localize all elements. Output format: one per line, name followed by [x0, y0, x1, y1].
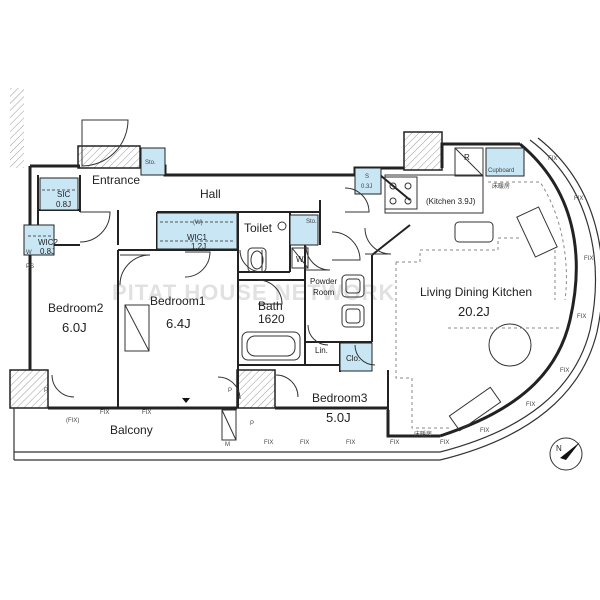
- label-refrigerator: R: [464, 153, 470, 162]
- label-balcony: Balcony: [110, 423, 153, 437]
- structural-columns: [9, 88, 443, 409]
- label-fix-6: FIX: [390, 440, 399, 446]
- label-powder-room-1: Powder: [310, 277, 337, 286]
- label-clo: Clo.: [346, 354, 360, 363]
- interior-walls: [30, 174, 411, 410]
- label-fix-paren: (FIX): [66, 418, 79, 424]
- label-sic-area: 0.8J: [56, 200, 71, 209]
- north-arrow: N: [549, 437, 583, 471]
- label-fix-3: FIX: [264, 440, 273, 446]
- label-ldk: Living Dining Kitchen: [420, 285, 532, 299]
- label-s: S: [365, 174, 369, 180]
- label-fix-10: FIX: [560, 368, 569, 374]
- label-fix-11: FIX: [577, 314, 586, 320]
- label-sto-toilet: Sto.: [306, 219, 317, 225]
- label-powder-room-2: Room: [313, 288, 335, 297]
- label-s-area: 0.3J: [361, 184, 372, 190]
- label-sic: SIC: [57, 190, 71, 199]
- label-floor-heating-top: 床暖房: [492, 182, 510, 190]
- label-bath: Bath: [258, 299, 283, 313]
- label-wic2-area: 0.8J: [40, 247, 55, 256]
- label-bath-size: 1620: [258, 312, 285, 326]
- label-toilet: Toilet: [244, 221, 273, 235]
- svg-text:N: N: [556, 444, 562, 453]
- fixtures: [124, 147, 558, 441]
- label-fix-12: FIX: [584, 256, 593, 262]
- label-wic2: WIC2: [38, 238, 59, 247]
- balcony-rail: [13, 137, 600, 461]
- label-fix-7: FIX: [440, 440, 449, 446]
- label-fix-8: FIX: [480, 428, 489, 434]
- label-fix-5: FIX: [346, 440, 355, 446]
- label-pipe-left: P: [44, 388, 48, 394]
- direction-marker: [182, 398, 190, 403]
- label-washer: W: [296, 255, 304, 264]
- label-floor-heating-bottom: 床暖房: [414, 430, 432, 438]
- label-sto-entrance: Sto.: [145, 160, 156, 166]
- label-bedroom2: Bedroom2: [48, 301, 104, 315]
- label-bedroom2-area: 6.0J: [62, 320, 87, 335]
- label-pipe-mid: P: [228, 388, 232, 394]
- label-kitchen: (Kitchen 3.9J): [426, 197, 476, 206]
- label-ldk-area: 20.2J: [458, 304, 490, 319]
- floor-heating-zone: [395, 181, 567, 429]
- label-fix-13: FIX: [574, 196, 583, 202]
- label-meter: M: [225, 442, 230, 448]
- label-bedroom3-area: 5.0J: [326, 410, 351, 425]
- label-hall: Hall: [200, 187, 221, 201]
- label-pipe-right: P: [250, 421, 254, 427]
- labels: Entrance Hall Toilet Bath 1620 Powder Ro…: [26, 153, 593, 448]
- label-entrance: Entrance: [92, 173, 140, 187]
- label-wic1: WIC1: [187, 233, 208, 242]
- label-fix-1: FIX: [100, 410, 109, 416]
- label-ps: PS: [26, 264, 34, 270]
- label-wic1-w: (W): [193, 220, 203, 226]
- label-fix-4: FIX: [300, 440, 309, 446]
- label-cupboard: Cupboard: [488, 168, 514, 174]
- storage-fills: [23, 147, 525, 372]
- label-wic2-w: W: [26, 250, 32, 256]
- label-wic1-area: 1.2J: [191, 242, 206, 251]
- storage-shelves: [28, 189, 234, 242]
- label-lin: Lin.: [315, 346, 328, 355]
- label-bedroom3: Bedroom3: [312, 391, 368, 405]
- label-fix-9: FIX: [526, 402, 535, 408]
- label-fix-14: FIX: [548, 156, 557, 162]
- label-bedroom1-area: 6.4J: [166, 316, 191, 331]
- label-bedroom1: Bedroom1: [150, 294, 206, 308]
- label-fix-2: FIX: [142, 410, 151, 416]
